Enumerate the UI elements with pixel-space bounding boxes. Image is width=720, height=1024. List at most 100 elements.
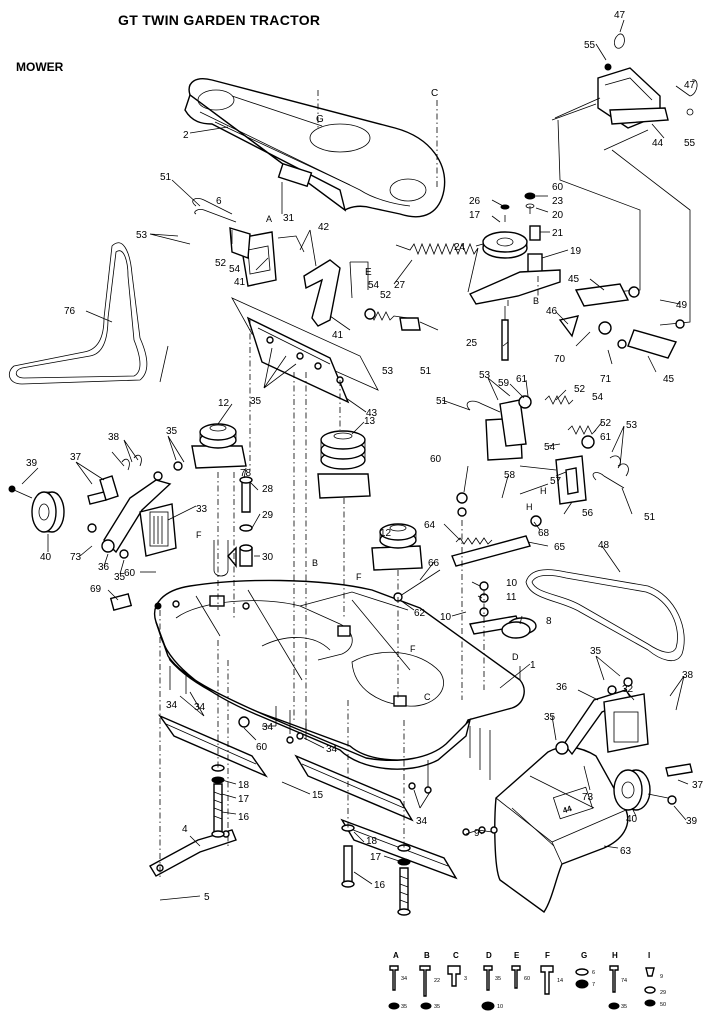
key-letter-B: B (424, 951, 430, 960)
hanger-bracket-assembly (551, 33, 698, 151)
spindle-bolt-center (341, 824, 355, 888)
callout-12: 12 (218, 398, 230, 409)
callout-28: 28 (262, 484, 274, 495)
lift-bracket-45 (558, 283, 685, 359)
hardware-key: A 34 35 B 22 35 C 3 D 35 10 E 60 (388, 951, 666, 1011)
callout-18: 18 (366, 836, 378, 847)
callout-42: 42 (318, 222, 330, 233)
callout-78: 78 (240, 468, 252, 479)
callout-36: 36 (556, 682, 568, 693)
key-letter-C: C (453, 951, 459, 960)
callout-52: 52 (574, 384, 586, 395)
callout-60: 60 (552, 182, 564, 193)
callout-55: 55 (584, 40, 596, 51)
callout-38: 38 (682, 670, 694, 681)
callout-57: 57 (550, 476, 562, 487)
cutting-blade-left (158, 714, 268, 778)
key-G-part-2: 7 (592, 982, 595, 988)
callout-37: 37 (70, 452, 82, 463)
diagram-title: GT TWIN GARDEN TRACTOR (118, 12, 321, 28)
callout-D: D (512, 652, 519, 662)
callout-44: 44 (652, 138, 664, 149)
callout-73: 73 (582, 792, 594, 803)
callout-53: 53 (136, 230, 148, 241)
chute-marking: 44 (562, 804, 574, 815)
callout-54: 54 (592, 392, 604, 403)
idler-bracket-56 (519, 455, 629, 505)
key-B-part-2: 35 (434, 1004, 440, 1010)
gauge-wheel-left (8, 485, 65, 533)
cutting-blade-center (294, 754, 414, 822)
part-callouts: 2 51 6 53 52 54 41 31 42 76 E 27 54 52 4… (26, 10, 704, 903)
callout-26: 26 (469, 196, 481, 207)
callout-68: 68 (538, 528, 550, 539)
alignment-lines (159, 90, 539, 880)
callout-54: 54 (229, 264, 241, 275)
callout-24: 24 (454, 242, 466, 253)
mounting-bracket-plate (231, 297, 379, 404)
callout-40: 40 (626, 814, 638, 825)
callout-33: 33 (196, 504, 208, 515)
callout-34: 34 (326, 744, 338, 755)
callout-60: 60 (430, 454, 442, 465)
discharge-chute: 44 (494, 746, 629, 913)
callout-59: 59 (498, 378, 510, 389)
callout-2: 2 (183, 130, 189, 141)
callout-21: 21 (552, 228, 564, 239)
key-G-part-1: 6 (592, 970, 595, 976)
callout-34: 34 (416, 816, 428, 827)
spindle-pulley-left (191, 423, 247, 469)
callout-45: 45 (663, 374, 675, 385)
callout-F: F (356, 572, 362, 582)
callout-76: 76 (64, 306, 76, 317)
callout-73: 73 (70, 552, 82, 563)
callout-54: 54 (544, 442, 556, 453)
callout-48: 48 (598, 540, 610, 551)
callout-63: 63 (620, 846, 632, 857)
callout-H: H (540, 486, 547, 496)
callout-13: 13 (364, 416, 376, 427)
callout-70: 70 (554, 354, 566, 365)
callout-65: 65 (554, 542, 566, 553)
callout-69: 69 (90, 584, 102, 595)
callout-66: 66 (428, 558, 440, 569)
callout-18: 18 (238, 780, 250, 791)
idler-bracket-left (192, 162, 313, 287)
callout-60: 60 (256, 742, 268, 753)
key-I-part-3: 50 (660, 1002, 666, 1008)
gauge-wheel-right (613, 763, 693, 811)
callout-39: 39 (26, 458, 38, 469)
callout-F: F (196, 530, 202, 540)
callout-34: 34 (166, 700, 178, 711)
callout-4: 4 (182, 824, 188, 835)
callout-35: 35 (544, 712, 556, 723)
callout-23: 23 (552, 196, 564, 207)
key-H-part-1: 74 (621, 978, 627, 984)
idler-spring (395, 242, 479, 293)
callout-47: 47 (614, 10, 626, 21)
callout-64: 64 (424, 520, 436, 531)
callout-52: 52 (380, 290, 392, 301)
spindle-bolt-left (211, 764, 225, 838)
callout-29: 29 (262, 510, 274, 521)
callout-36: 36 (98, 562, 110, 573)
callout-G: G (316, 114, 324, 125)
key-H-part-2: 35 (621, 1004, 627, 1010)
callout-F: F (410, 644, 416, 654)
callout-31: 31 (283, 213, 295, 224)
gauge-wheel-bracket-right (555, 677, 649, 756)
callout-39: 39 (686, 816, 698, 827)
callout-35: 35 (166, 426, 178, 437)
bolt-stack-28-30 (213, 476, 253, 577)
idler-bracket-right (466, 395, 597, 461)
callout-17: 17 (469, 210, 481, 221)
callout-51: 51 (436, 396, 448, 407)
key-I-part-2: 29 (660, 990, 666, 996)
callout-B: B (312, 558, 318, 568)
callout-35: 35 (114, 572, 126, 583)
callout-55: 55 (684, 138, 696, 149)
key-letter-A: A (393, 951, 399, 960)
key-E-part-1: 60 (524, 976, 530, 982)
callout-61: 61 (516, 374, 528, 385)
